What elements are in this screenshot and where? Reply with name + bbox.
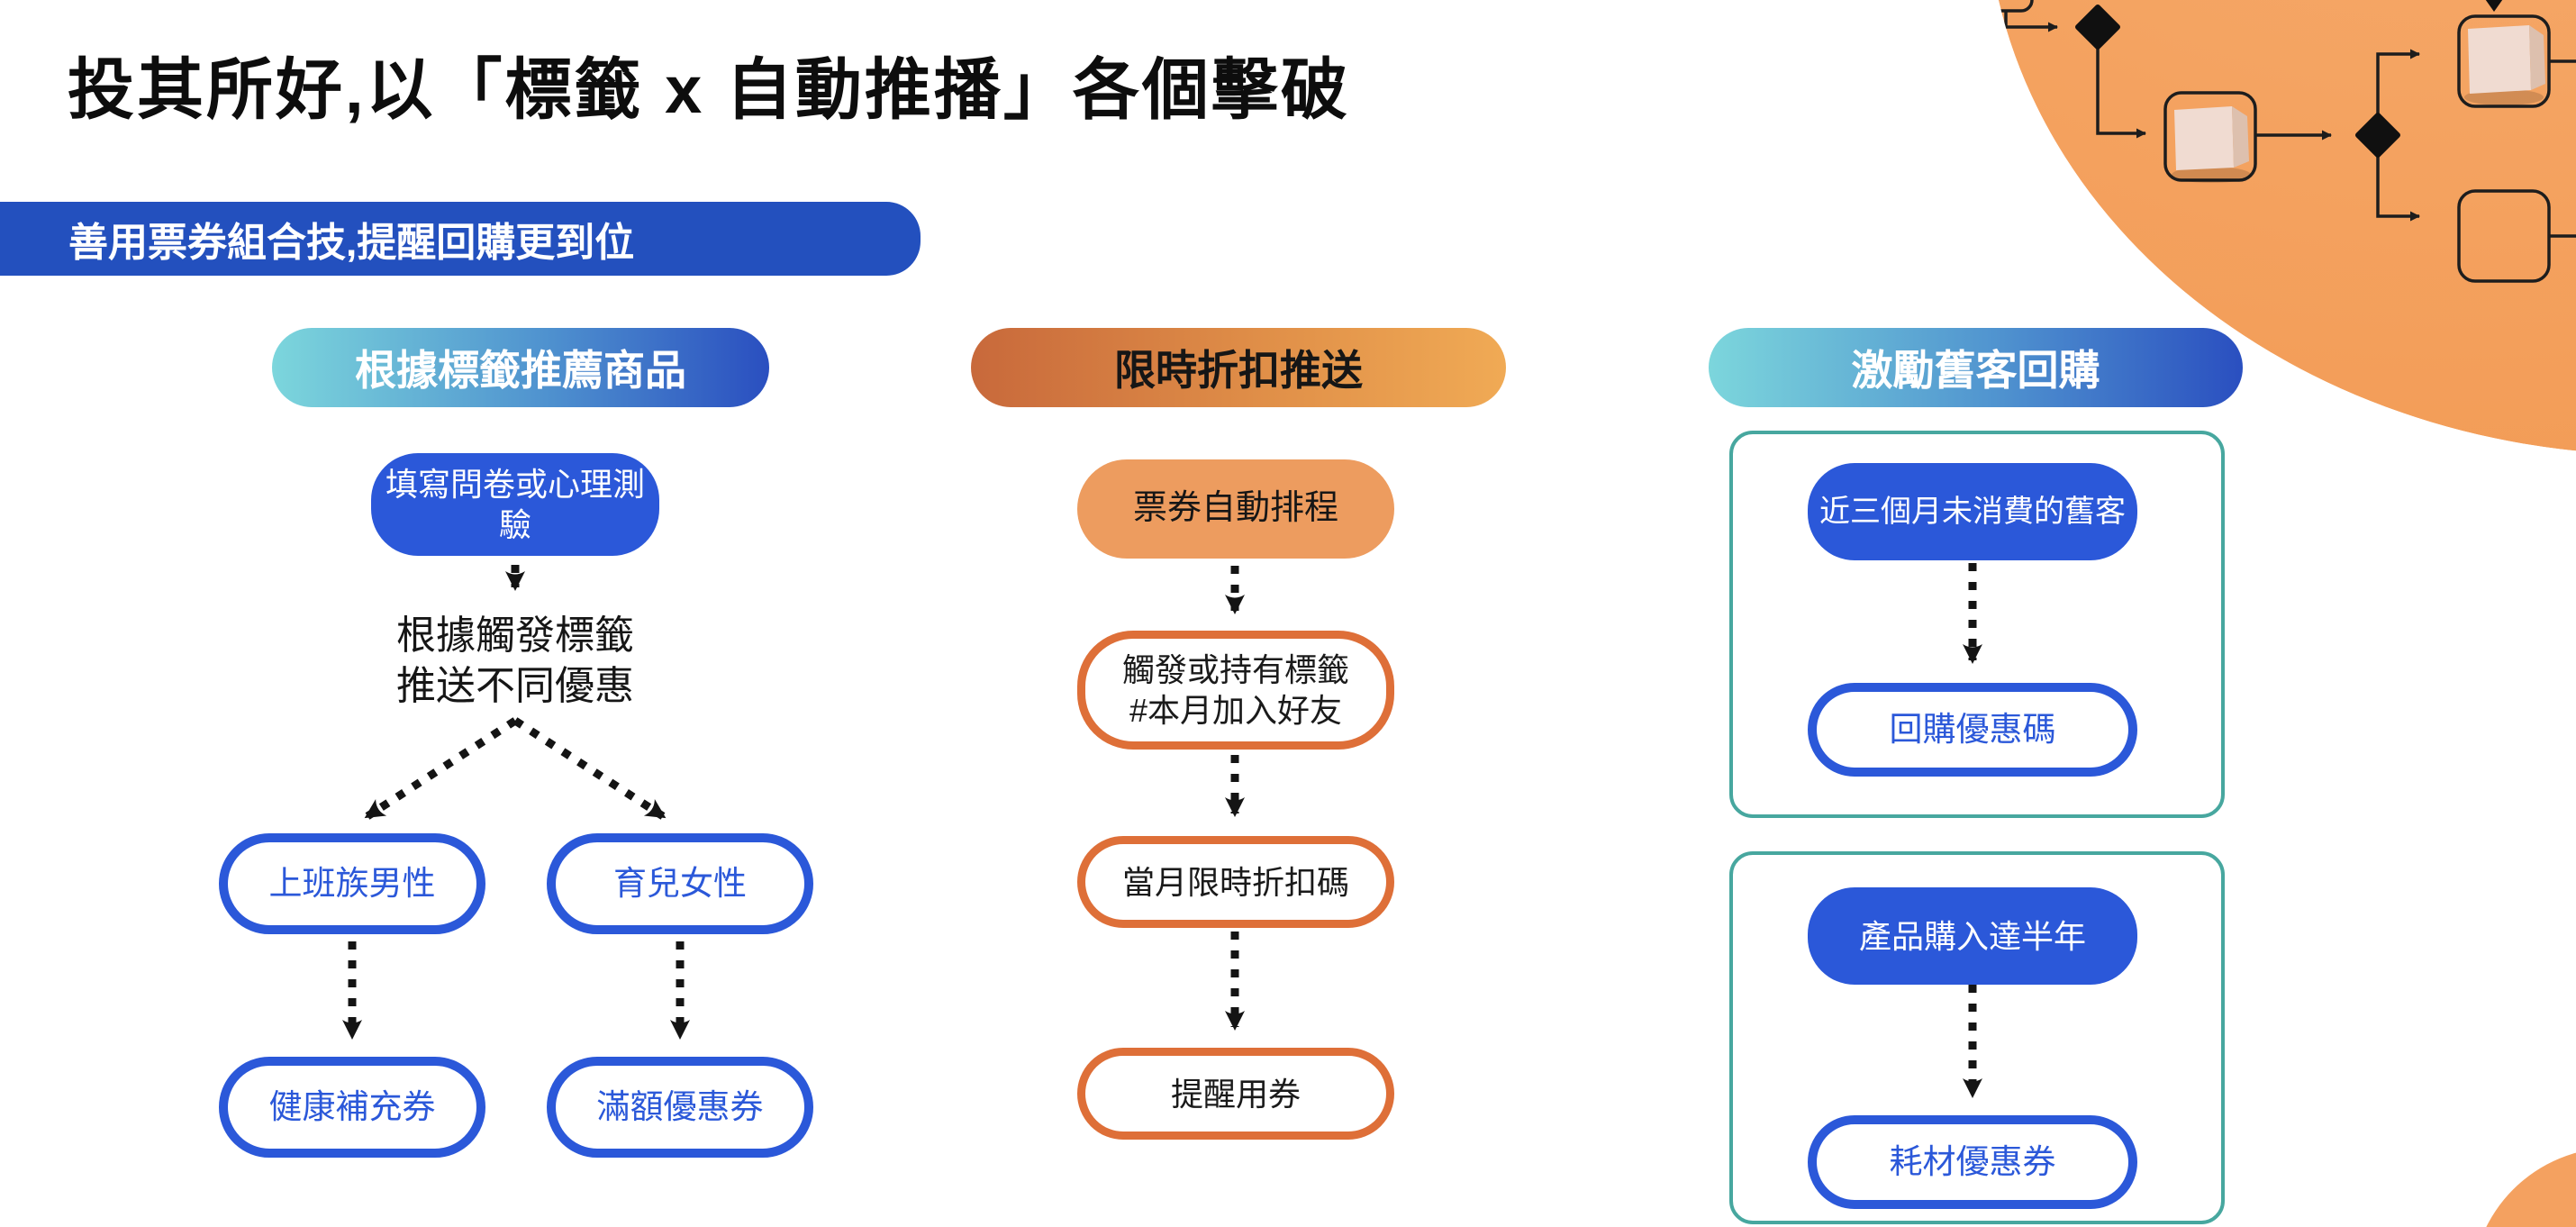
column-header-label: 激勵舊客回購 (1851, 347, 2100, 394)
branch-note-line1: 根據觸發標籤 (396, 614, 634, 658)
node-coupon-auto-schedule: 票券自動排程 (1077, 459, 1394, 559)
deco-diamond (2355, 113, 2400, 158)
orange-blob (1986, 0, 2576, 455)
column-header-limited-discount: 限時折扣推送 (971, 328, 1506, 407)
subtitle-banner: 善用票券組合技,提醒回購更到位 (0, 202, 921, 276)
node-office-male-tag: 上班族男性 (219, 833, 485, 934)
branch-note: 根據觸發標籤 推送不同優惠 (335, 611, 695, 713)
node-inactive-three-months: 近三個月未消費的舊客 (1808, 463, 2137, 560)
node-consumable-coupon: 耗材優惠券 (1808, 1115, 2137, 1209)
node-purchased-half-year: 產品購入達半年 (1808, 887, 2137, 985)
node-health-supplement-coupon: 健康補充券 (219, 1057, 485, 1158)
node-monthly-discount-code: 當月限時折扣碼 (1077, 836, 1394, 928)
node-line2: #本月加入好友 (1129, 692, 1343, 729)
deco-cube (2172, 106, 2251, 183)
column-header-reward-returning: 激勵舊客回購 (1709, 328, 2243, 407)
dotted-arrow (512, 717, 667, 820)
column-header-label: 限時折扣推送 (1114, 347, 1363, 394)
node-parenting-female-tag: 育兒女性 (547, 833, 813, 934)
dotted-arrow (364, 717, 518, 820)
node-line1: 觸發或持有標籤 (1121, 651, 1349, 688)
deco-cube (2464, 25, 2545, 105)
bottom-right-orange-circle (2486, 1152, 2576, 1227)
node-questionnaire: 填寫問卷或心理測驗 (371, 453, 659, 556)
subtitle-banner-text: 善用票券組合技,提醒回購更到位 (68, 221, 635, 265)
column-header-tag-recommendation: 根據標籤推薦商品 (272, 328, 769, 407)
node-redeem-reminder: 提醒用券 (1077, 1048, 1394, 1140)
node-trigger-or-holding-tag: 觸發或持有標籤 #本月加入好友 (1077, 631, 1394, 750)
branch-note-line2: 推送不同優惠 (396, 664, 634, 709)
column-header-label: 根據標籤推薦商品 (355, 347, 686, 394)
node-repurchase-code: 回購優惠碼 (1808, 683, 2137, 777)
page-title: 投其所好,以「標籤 x 自動推播」各個擊破 (68, 52, 1350, 127)
node-threshold-coupon: 滿額優惠券 (547, 1057, 813, 1158)
deco-diamond (2075, 5, 2120, 50)
deco-down-arrow (2483, 0, 2505, 12)
